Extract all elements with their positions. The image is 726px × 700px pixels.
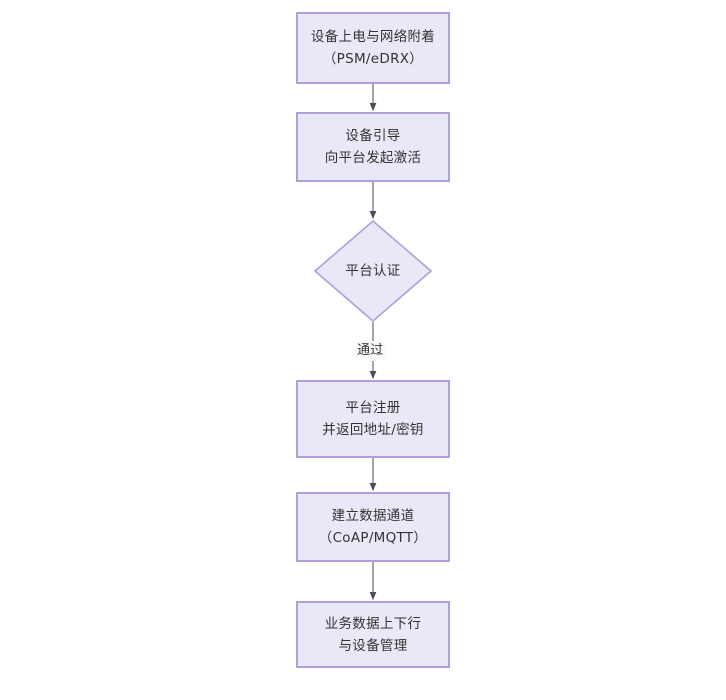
flow-node-data-channel[interactable]: 建立数据通道 （CoAP/MQTT） <box>296 492 450 562</box>
node-text-line: 建立数据通道 <box>331 508 415 524</box>
flow-node-device-power-on[interactable]: 设备上电与网络附着 （PSM/eDRX） <box>296 12 450 84</box>
node-text-line: 向平台发起激活 <box>324 150 422 166</box>
node-text-line: 设备引导 <box>345 128 401 144</box>
flow-node-device-bootstrap[interactable]: 设备引导 向平台发起激活 <box>296 112 450 182</box>
node-text-line: 平台注册 <box>345 400 401 416</box>
flow-node-business-data[interactable]: 业务数据上下行 与设备管理 <box>296 601 450 668</box>
node-text-line: 平台认证 <box>345 263 401 279</box>
flow-node-platform-registration[interactable]: 平台注册 并返回地址/密钥 <box>296 380 450 458</box>
node-text-line: 与设备管理 <box>338 637 408 654</box>
node-text-line: （PSM/eDRX） <box>322 51 424 67</box>
flow-node-platform-authentication[interactable]: 平台认证 <box>314 220 432 322</box>
node-text-line: 并返回地址/密钥 <box>322 422 424 438</box>
edge-label-pass: 通过 <box>355 341 386 361</box>
node-text-line: （CoAP/MQTT） <box>318 530 428 546</box>
diamond-shape-icon <box>314 220 432 322</box>
node-text-line: 设备上电与网络附着 <box>310 29 436 45</box>
node-text-line: 业务数据上下行 <box>324 615 422 632</box>
